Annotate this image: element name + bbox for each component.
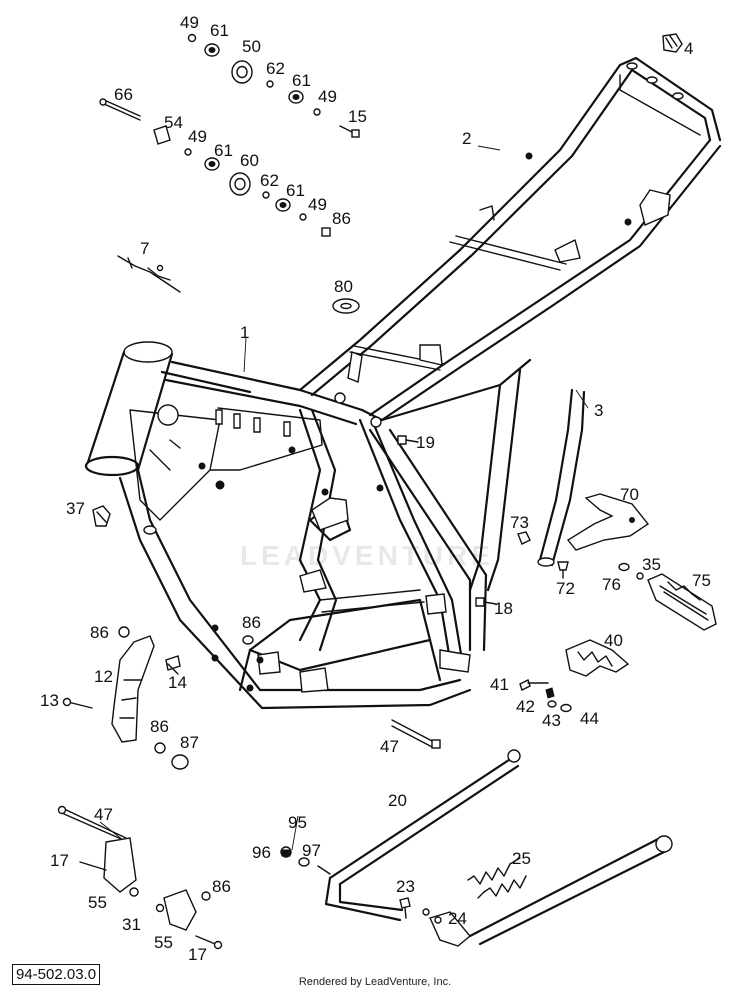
- callout-4[interactable]: 4: [684, 39, 694, 58]
- callout-40[interactable]: 40: [604, 631, 623, 650]
- footer-credit: Rendered by LeadVenture, Inc.: [298, 976, 452, 988]
- callout-70[interactable]: 70: [620, 485, 639, 504]
- bolt-19-icon: [397, 435, 419, 445]
- nut-4-icon: [662, 33, 683, 53]
- callout-86[interactable]: 86: [332, 209, 351, 228]
- footpeg-bracket-40: [565, 639, 630, 677]
- callout-86[interactable]: 86: [90, 623, 109, 642]
- callout-25[interactable]: 25: [512, 849, 531, 868]
- callout-44[interactable]: 44: [580, 709, 599, 728]
- callout-24[interactable]: 24: [448, 909, 467, 928]
- callout-61[interactable]: 61: [214, 141, 233, 160]
- side-stand-mount: [57, 805, 223, 950]
- pin-41-hardware: [519, 679, 572, 713]
- diagram-reference-number: 94-502.03.0: [12, 964, 101, 985]
- callout-15[interactable]: 15: [348, 107, 367, 126]
- callout-86[interactable]: 86: [242, 613, 261, 632]
- callout-42[interactable]: 42: [516, 697, 535, 716]
- strut-3: [537, 388, 586, 567]
- callout-3[interactable]: 3: [594, 401, 604, 420]
- callout-17[interactable]: 17: [188, 945, 207, 964]
- nut-37-icon: [92, 505, 111, 527]
- callout-47[interactable]: 47: [380, 737, 399, 756]
- rear-subframe: [298, 56, 722, 422]
- callout-49[interactable]: 49: [308, 195, 327, 214]
- nut-73-icon: [517, 531, 531, 545]
- side-stand-20: [317, 749, 673, 947]
- callout-95[interactable]: 95: [288, 813, 307, 832]
- callout-62[interactable]: 62: [266, 59, 285, 78]
- callout-31[interactable]: 31: [122, 915, 141, 934]
- callout-54[interactable]: 54: [164, 113, 183, 132]
- callout-20[interactable]: 20: [388, 791, 407, 810]
- callout-7[interactable]: 7: [140, 239, 150, 258]
- main-frame: [84, 341, 532, 710]
- callout-23[interactable]: 23: [396, 877, 415, 896]
- callout-62[interactable]: 62: [260, 171, 279, 190]
- hardware-95-96-97: [280, 846, 310, 867]
- callout-80[interactable]: 80: [334, 277, 353, 296]
- callout-75[interactable]: 75: [692, 571, 711, 590]
- bolt-72-icon: [557, 561, 569, 579]
- callout-19[interactable]: 19: [416, 433, 435, 452]
- hardware-23-24: [399, 897, 442, 924]
- callout-13[interactable]: 13: [40, 691, 59, 710]
- callout-49[interactable]: 49: [188, 127, 207, 146]
- callout-55[interactable]: 55: [88, 893, 107, 912]
- callout-2[interactable]: 2: [462, 129, 472, 148]
- callout-47[interactable]: 47: [94, 805, 113, 824]
- callout-87[interactable]: 87: [180, 733, 199, 752]
- callout-60[interactable]: 60: [240, 151, 259, 170]
- callout-66[interactable]: 66: [114, 85, 133, 104]
- callout-41[interactable]: 41: [490, 675, 509, 694]
- swingarm-bearing-stack-lower: [99, 98, 331, 237]
- bracket-12: [62, 626, 189, 770]
- callout-43[interactable]: 43: [542, 711, 561, 730]
- callout-50[interactable]: 50: [242, 37, 261, 56]
- bolt-18-icon: [475, 597, 497, 607]
- nut-86-frame: [242, 635, 254, 645]
- spring-25: [467, 857, 527, 899]
- callout-18[interactable]: 18: [494, 599, 513, 618]
- bracket-70: [566, 493, 650, 551]
- callout-49[interactable]: 49: [180, 13, 199, 32]
- callout-97[interactable]: 97: [302, 841, 321, 860]
- callout-37[interactable]: 37: [66, 499, 85, 518]
- callout-96[interactable]: 96: [252, 843, 271, 862]
- footpeg-75: [618, 562, 717, 631]
- callout-1[interactable]: 1: [240, 323, 250, 342]
- callout-55[interactable]: 55: [154, 933, 173, 952]
- bolt-47-middle: [391, 719, 441, 749]
- callout-14[interactable]: 14: [168, 673, 187, 692]
- callout-61[interactable]: 61: [210, 21, 229, 40]
- callout-17[interactable]: 17: [50, 851, 69, 870]
- callout-61[interactable]: 61: [286, 181, 305, 200]
- callout-61[interactable]: 61: [292, 71, 311, 90]
- washer-80-icon: [332, 298, 360, 314]
- callout-12[interactable]: 12: [94, 667, 113, 686]
- callout-35[interactable]: 35: [642, 555, 661, 574]
- swingarm-bearing-stack-upper: [187, 33, 360, 138]
- callout-76[interactable]: 76: [602, 575, 621, 594]
- callout-86[interactable]: 86: [150, 717, 169, 736]
- callout-86[interactable]: 86: [212, 877, 231, 896]
- clip-7-icon: [117, 255, 181, 293]
- bolt-14-icon: [167, 663, 179, 675]
- callout-49[interactable]: 49: [318, 87, 337, 106]
- callout-72[interactable]: 72: [556, 579, 575, 598]
- leadventure-watermark: LEADVENTURE: [240, 540, 495, 571]
- callout-73[interactable]: 73: [510, 513, 529, 532]
